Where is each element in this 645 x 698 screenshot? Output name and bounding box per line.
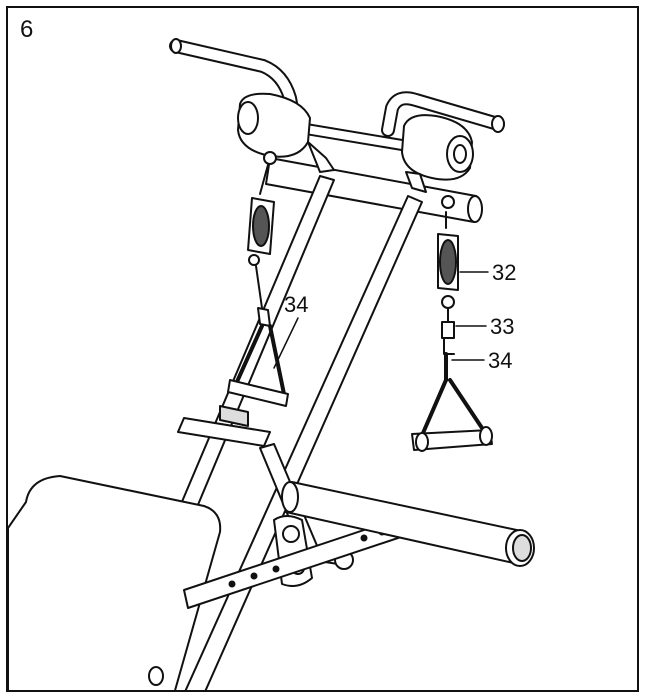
incline-rail-right <box>184 195 423 690</box>
callout-33: 33 <box>490 314 514 339</box>
seat-pad <box>8 475 222 690</box>
top-handlebar-left <box>169 38 301 127</box>
top-handlebar-right <box>381 91 505 137</box>
assembly-diagram-frame: 6 <box>6 6 639 692</box>
pulley-assembly-right <box>411 195 493 452</box>
callout-34-right: 34 <box>488 348 512 373</box>
upper-crossbar <box>265 157 483 223</box>
leader-34-left <box>273 317 299 369</box>
rear-stabilizer <box>281 481 535 567</box>
foam-roller-right <box>401 114 474 181</box>
pulley-assembly-left <box>219 151 289 427</box>
step-number: 6 <box>20 16 34 43</box>
callout-32: 32 <box>492 260 516 285</box>
callout-34-left: 34 <box>284 292 308 317</box>
bench-drawing: 32 33 34 34 <box>8 38 535 690</box>
foam-roller-left <box>237 92 311 158</box>
